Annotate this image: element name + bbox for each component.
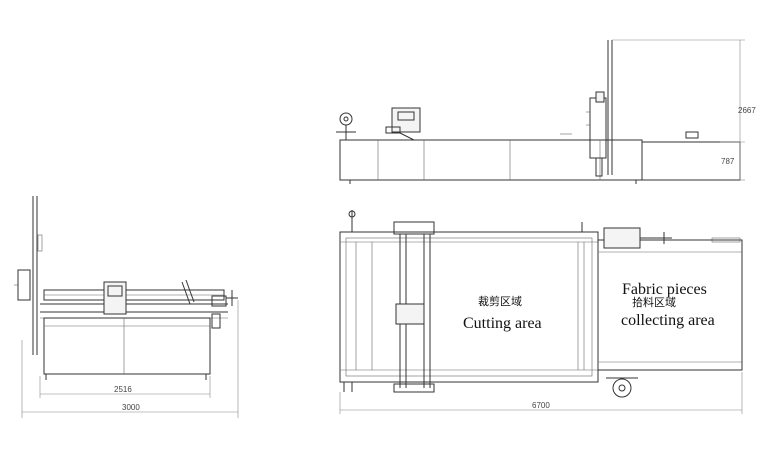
plan-gantry-head bbox=[393, 221, 435, 235]
plan-collecting-table bbox=[597, 239, 743, 371]
collecting-area-label-cn: 拾料区域 bbox=[632, 295, 676, 309]
dim-length-total: 6700 bbox=[532, 401, 550, 410]
plan-collector-head bbox=[603, 227, 641, 249]
dim-width-inner: 2516 bbox=[114, 385, 132, 394]
cutting-area-label-en: Cutting area bbox=[463, 315, 542, 332]
end-elevation-view bbox=[14, 196, 239, 418]
side-table-body bbox=[339, 139, 643, 181]
dim-height-table: 787 bbox=[721, 157, 735, 166]
plan-wheel bbox=[612, 378, 632, 398]
collecting-area-label-en: collecting area bbox=[621, 312, 715, 329]
dim-height-total: 2667 bbox=[738, 106, 756, 115]
side-elevation-view bbox=[336, 39, 745, 184]
end-table-body bbox=[43, 317, 211, 375]
feed-roller bbox=[339, 112, 353, 126]
cutting-area-label-cn: 裁剪区域 bbox=[478, 294, 522, 308]
dim-width-outer: 3000 bbox=[122, 403, 140, 412]
plan-cutting-head bbox=[395, 303, 425, 325]
plan-cutting-table bbox=[339, 231, 599, 383]
fabric-pieces-label-en: Fabric pieces bbox=[622, 281, 707, 298]
end-cutting-head bbox=[103, 281, 127, 315]
plan-view bbox=[339, 210, 743, 414]
